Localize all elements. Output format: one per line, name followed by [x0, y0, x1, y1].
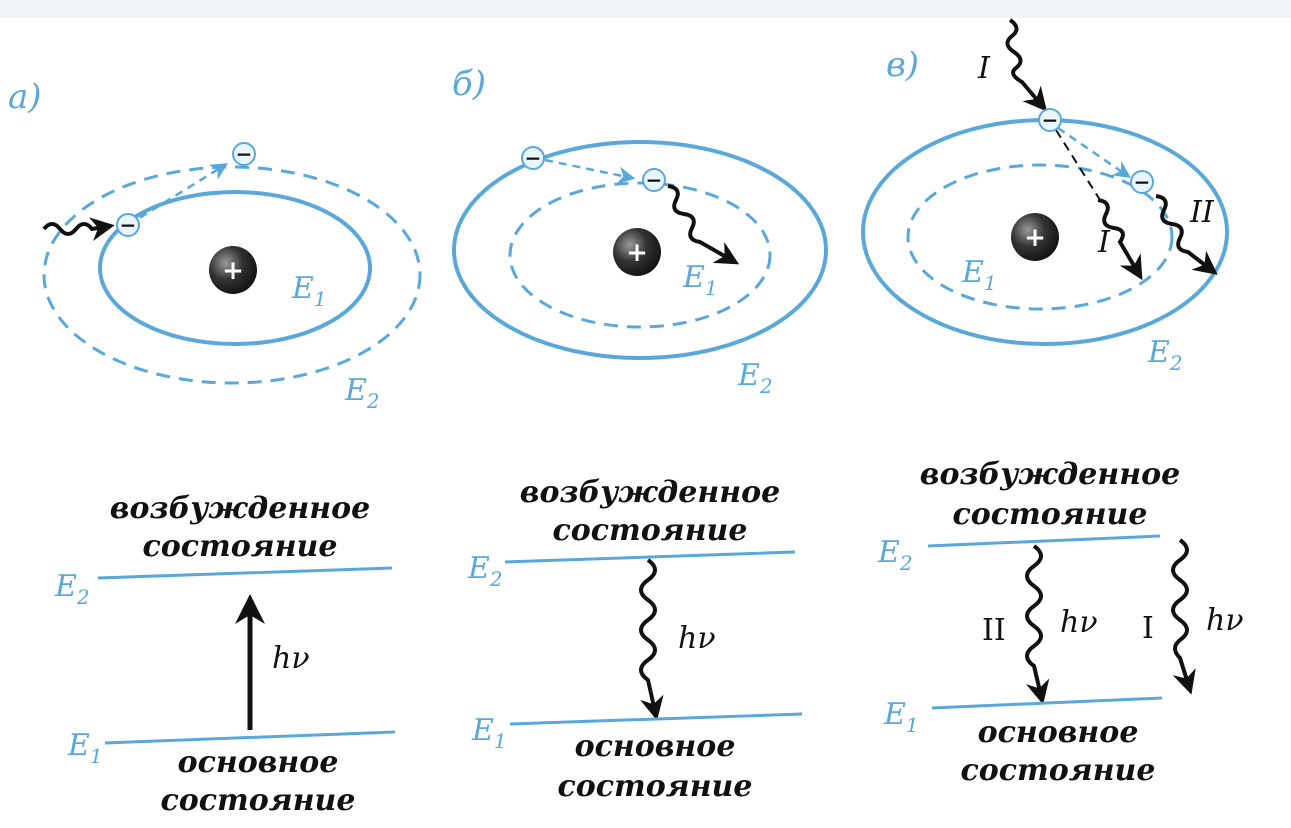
panel-b-level-e2-label: E2 [467, 551, 503, 591]
panel-b-excited-line2: состояние [553, 513, 748, 548]
panel-c-dashed-path [1055, 129, 1101, 201]
panel-a-ground-line2: состояние [161, 783, 356, 818]
panel-a-incoming-photon [42, 217, 115, 241]
panel-c-levels: возбужденное состояние E2 II hν I hν E1 … [877, 457, 1244, 788]
panel-a-electron-2 [232, 142, 256, 166]
panel-c-photon-energy-1: hν [1060, 605, 1098, 640]
panel-a-orbit-e1 [98, 190, 372, 346]
panel-c-electron-1 [1038, 108, 1062, 132]
panel-c-level-e2 [927, 534, 1161, 548]
panel-a-nucleus [209, 246, 257, 294]
panel-c-marker-II: II [982, 613, 1006, 648]
panel-c-electron-2 [1130, 170, 1154, 194]
panel-c-level-e1 [931, 696, 1163, 710]
panel-a-electron-1 [116, 213, 140, 237]
panel-c-excited-line1: возбужденное [920, 457, 1180, 492]
panel-b-level-e2 [504, 550, 796, 564]
panel-c-emission-arrow-1 [1171, 538, 1196, 695]
panel-b-electron-1-sign: − [525, 146, 542, 170]
panel-b-emitted-photon [667, 184, 740, 265]
panel-a-orbit-e2 [42, 165, 422, 385]
panel-b-label: б) [452, 64, 486, 104]
panel-b-nucleus [613, 228, 661, 276]
panel-b-orbit-e2-label: E2 [737, 358, 773, 398]
panel-c-ground-line2: состояние [961, 753, 1156, 788]
panel-b-orbit-e1-label: E1 [682, 260, 718, 300]
panel-b-ground-line1: основное [575, 729, 736, 764]
panel-b-excited-line1: возбужденное [520, 475, 780, 510]
panel-c-transition-arrow [1057, 126, 1131, 178]
panel-a-orbit-e2-label: E2 [344, 373, 380, 413]
panel-c-outgoing-photon-2 [1155, 194, 1218, 275]
top-strip [0, 0, 1291, 18]
panel-a-electron-2-sign: − [236, 142, 253, 166]
panel-a-level-e2 [97, 566, 393, 580]
panel-c-incoming-photon-label: I [977, 51, 991, 86]
panel-b-level-e1-label: E1 [471, 713, 507, 753]
panel-b-emission-arrow [639, 558, 664, 721]
panel-a-transition-arrow [127, 163, 228, 227]
panel-c-nucleus [1011, 213, 1059, 261]
panel-c-emission-arrow-2 [1025, 544, 1050, 705]
panel-c-excited-line2: состояние [953, 497, 1148, 532]
panel-c-outgoing-photon-1 [1097, 198, 1143, 281]
panel-b-electron-1 [521, 146, 545, 170]
panel-c-electron-1-sign: − [1042, 108, 1059, 132]
panel-a-photon-energy: hν [272, 641, 310, 676]
panel-a-excited-line2: состояние [143, 529, 338, 564]
panel-b-nucleus-sign: + [626, 238, 648, 268]
panel-b-orbit-e1 [508, 181, 772, 329]
panel-c-orbit-e1 [906, 163, 1174, 311]
panel-a-level-e2-label: E2 [54, 569, 90, 609]
panel-a-electron-1-sign: − [120, 213, 137, 237]
panel-c-level-e2-label: E2 [877, 535, 913, 575]
panel-b-levels: возбужденное состояние E2 hν E1 основное… [467, 475, 803, 804]
panel-c-ground-line1: основное [978, 715, 1139, 750]
panel-c-incoming-photon [1005, 18, 1048, 112]
panel-a-nucleus-sign: + [222, 256, 244, 286]
panel-c-orbit-e1-label: E1 [961, 255, 997, 295]
panel-a-ground-line1: основное [178, 745, 339, 780]
panel-b-orbit: б) + − − E1 E2 [452, 64, 828, 398]
panel-a-orbit: a) + − − E1 E2 [8, 77, 422, 413]
panel-c-outgoing-photon-1-label: I [1097, 225, 1111, 260]
panel-c-marker-I: I [1142, 611, 1154, 646]
panel-a-level-e1-label: E1 [67, 728, 103, 768]
panel-c-electron-2-sign: − [1134, 170, 1151, 194]
panel-b-transition-arrow [544, 158, 636, 184]
panel-c-orbit: в) + I − − I II E1 E2 [861, 18, 1229, 375]
panel-b-ground-line2: состояние [558, 769, 753, 804]
panel-c-photon-energy-2: hν [1206, 603, 1244, 638]
panel-b-orbit-e2 [452, 140, 828, 360]
panel-a-level-e1 [104, 730, 396, 745]
panel-a-orbit-e1-label: E1 [291, 271, 327, 311]
panel-c-level-e1-label: E1 [883, 697, 919, 737]
panel-a-excited-line1: возбужденное [110, 491, 370, 526]
panel-b-electron-2 [642, 168, 666, 192]
panel-b-electron-2-sign: − [646, 168, 663, 192]
panel-b-photon-energy: hν [678, 621, 716, 656]
panel-b-level-e1 [509, 712, 803, 726]
panel-c-nucleus-sign: + [1024, 223, 1046, 253]
panel-c-outgoing-photon-2-label: II [1189, 195, 1215, 230]
panel-a-label: a) [8, 77, 42, 117]
panel-c-orbit-e2-label: E2 [1147, 335, 1183, 375]
panel-c-label: в) [886, 45, 919, 85]
panel-a-levels: возбужденное состояние E2 hν E1 основное… [54, 491, 396, 818]
